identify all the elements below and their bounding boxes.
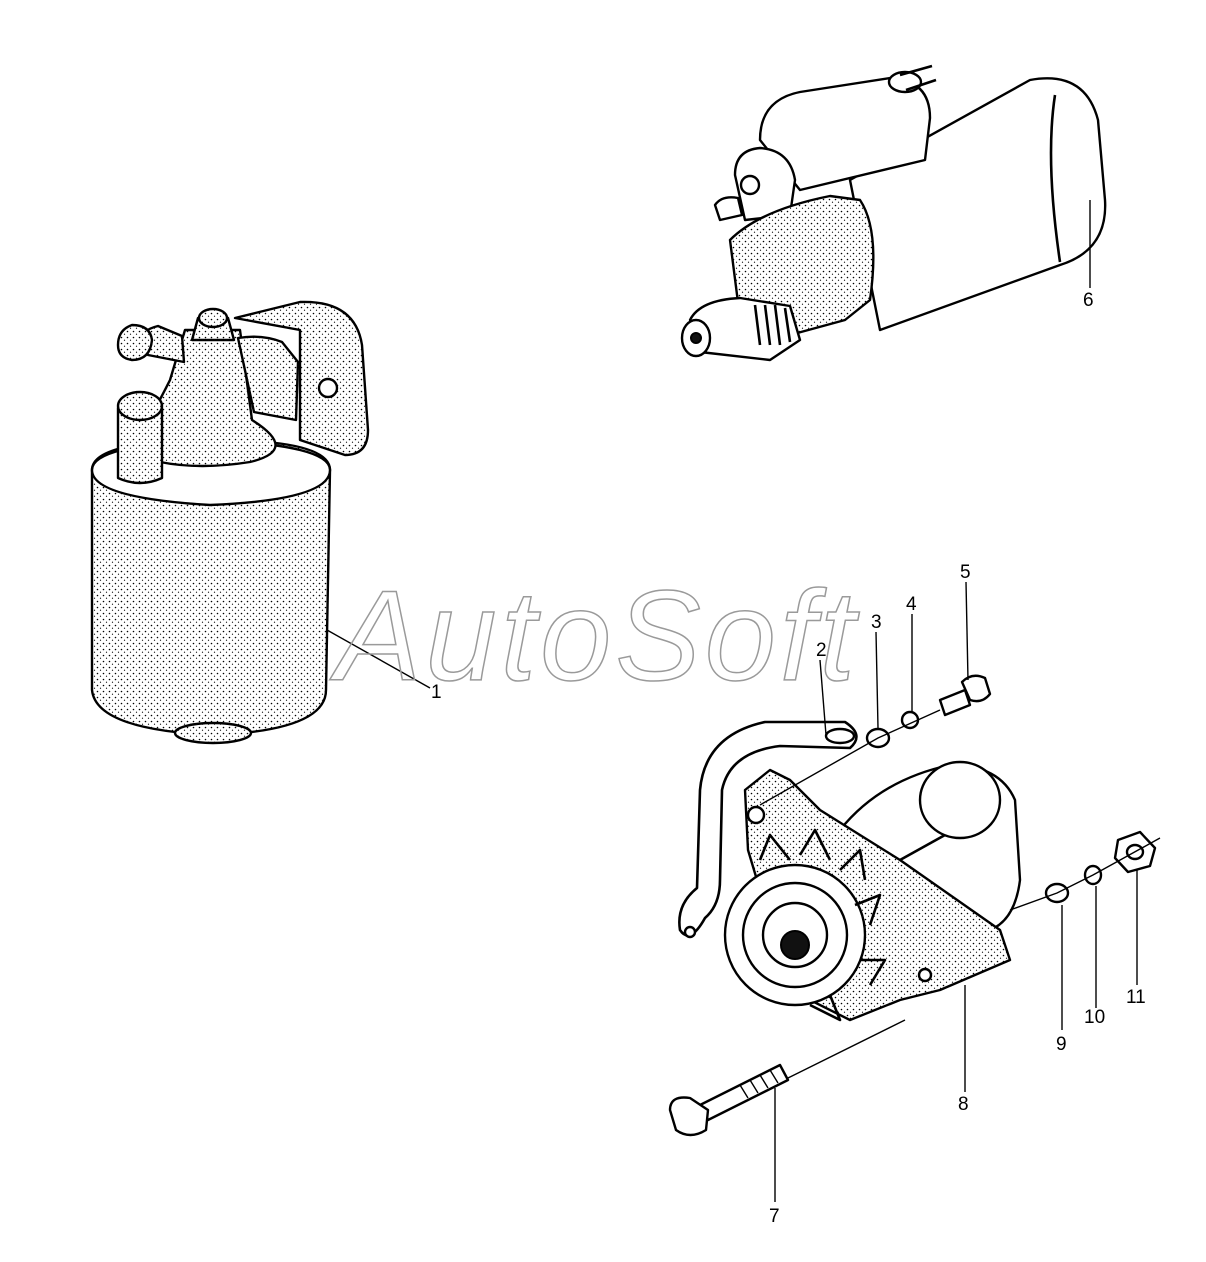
callout-7: 7 <box>769 1206 780 1227</box>
bolt-7 <box>668 1063 790 1137</box>
callout-9: 9 <box>1056 1034 1067 1055</box>
callout-6: 6 <box>1083 290 1094 311</box>
callout-10: 10 <box>1084 1007 1105 1028</box>
callout-5: 5 <box>960 562 971 583</box>
leader-lines <box>326 200 1161 1202</box>
callout-1: 1 <box>431 682 442 703</box>
callout-2: 2 <box>816 640 827 661</box>
bolt-5 <box>938 674 992 717</box>
callout-3: 3 <box>871 612 882 633</box>
alternator-assembly <box>678 720 1022 1022</box>
callout-11: 11 <box>1126 987 1146 1008</box>
watermark-text: AutoSoft <box>329 565 859 708</box>
callout-8: 8 <box>958 1094 969 1115</box>
starter-motor <box>680 64 1107 362</box>
callout-4: 4 <box>906 594 917 615</box>
fuel-filter <box>90 300 370 745</box>
